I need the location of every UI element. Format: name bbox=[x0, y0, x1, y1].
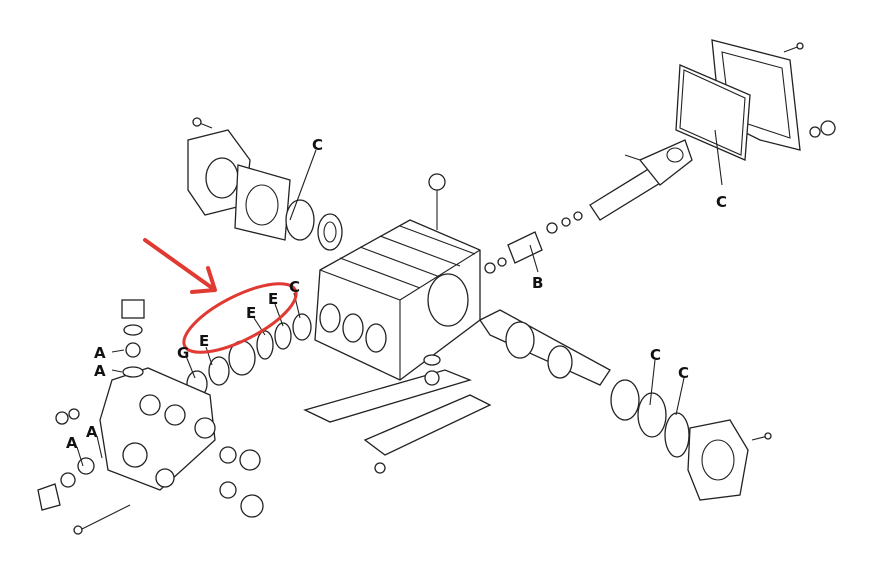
label-a-2: A bbox=[94, 362, 106, 380]
crankcase bbox=[314, 173, 481, 381]
connecting-rod bbox=[484, 139, 693, 274]
label-e-3: E bbox=[268, 290, 278, 308]
label-c-middle: C bbox=[289, 278, 300, 296]
label-b: B bbox=[532, 274, 543, 292]
label-c-bottom-1: C bbox=[650, 346, 661, 364]
base-plates bbox=[303, 354, 492, 474]
rear-cover bbox=[675, 39, 836, 161]
label-e-1: E bbox=[199, 332, 209, 350]
crankshaft bbox=[479, 309, 772, 501]
red-ellipse bbox=[182, 282, 298, 354]
left-bearing-flange bbox=[187, 117, 343, 251]
label-a-4: A bbox=[86, 423, 98, 441]
label-g: G bbox=[177, 344, 189, 362]
label-c-bottom-2: C bbox=[678, 364, 689, 382]
highlight-annotation bbox=[143, 238, 298, 354]
label-e-2: E bbox=[246, 304, 256, 322]
label-c-top-right: C bbox=[716, 193, 727, 211]
red-arrow bbox=[143, 238, 217, 294]
label-c-top-left: C bbox=[312, 136, 323, 154]
pump-manifold bbox=[37, 299, 264, 535]
label-a-1: A bbox=[94, 344, 106, 362]
leader-lines bbox=[76, 129, 723, 467]
label-a-3: A bbox=[66, 434, 78, 452]
seal-kit-parts bbox=[186, 313, 312, 398]
